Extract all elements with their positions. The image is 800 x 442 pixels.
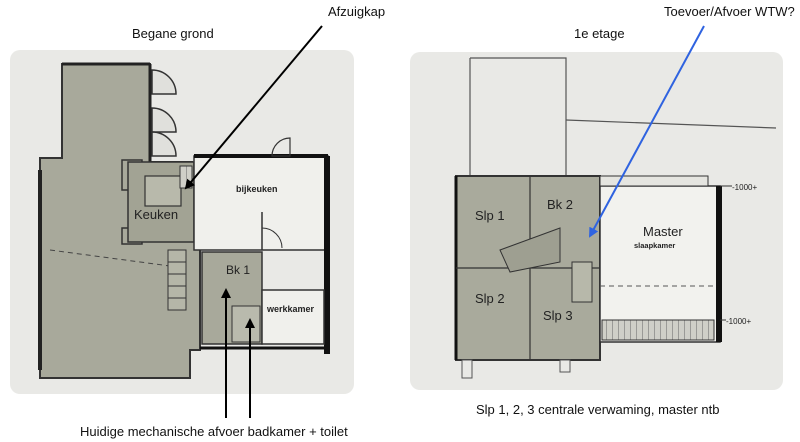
hood-arrow: [184, 25, 323, 190]
kitchen: Keuken: [127, 161, 195, 243]
level-lower-label: -1000+: [726, 317, 751, 326]
living-area: [38, 62, 201, 379]
kitchen-label: Keuken: [134, 207, 178, 222]
study-room: werkkamer: [200, 289, 330, 350]
annex-room: bijkeuken: [193, 137, 329, 251]
upper-floor-title: 1e etage: [574, 26, 625, 41]
ground-floor-title: Begane grond: [132, 26, 214, 41]
bathroom-1: Bk 1: [201, 251, 263, 345]
ground-floor-plan: Keuken bijkeuken Bk 1 werkkamer: [10, 50, 354, 394]
heating-note: Slp 1, 2, 3 centrale verwaming, master n…: [476, 402, 720, 417]
bedroom-3-label: Slp 3: [543, 308, 573, 323]
master-bedroom: Master slaapkamer: [599, 175, 722, 343]
master-sub-label: slaapkamer: [634, 241, 675, 250]
wtw-arrow: [589, 25, 705, 238]
master-label: Master: [643, 224, 683, 239]
roof-outline: [470, 57, 567, 180]
study-label: werkkamer: [266, 304, 315, 314]
bedroom-1-label: Slp 1: [475, 208, 505, 223]
upper-floor-plan: Slp 1 Bk 2 Slp 2 Slp 3 Master slaapkamer…: [410, 52, 783, 390]
garden-doors: [151, 69, 177, 157]
annex-label: bijkeuken: [236, 184, 278, 194]
level-markers: -1000+ -1000+: [720, 183, 757, 326]
ground-east-wall: [324, 156, 330, 354]
bathroom-2-label: Bk 2: [547, 197, 573, 212]
bedroom-block: Slp 1 Bk 2 Slp 2 Slp 3: [454, 175, 601, 379]
level-upper-label: -1000+: [732, 183, 757, 192]
exhaust-note: Huidige mechanische afvoer badkamer + to…: [80, 424, 348, 439]
hood-label: Afzuigkap: [328, 4, 385, 19]
wtw-label: Toevoer/Afvoer WTW?: [664, 4, 795, 19]
bathroom-1-label: Bk 1: [226, 263, 250, 277]
bedroom-2-label: Slp 2: [475, 291, 505, 306]
roof-line: [565, 119, 777, 129]
